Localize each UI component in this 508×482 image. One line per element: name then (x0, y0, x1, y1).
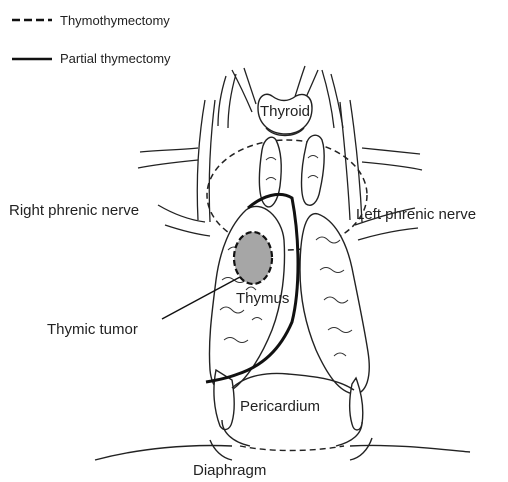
label-thymic-tumor: Thymic tumor (47, 321, 138, 338)
legend-label-partial-thymectomy: Partial thymectomy (60, 51, 171, 66)
label-thyroid: Thyroid (260, 103, 310, 120)
label-left-phrenic-nerve: Left phrenic nerve (356, 206, 476, 223)
label-pericardium: Pericardium (240, 398, 320, 415)
label-thymus: Thymus (236, 290, 289, 307)
thymic-tumor-mass (234, 232, 272, 284)
pericardium-dashed-base (240, 446, 344, 451)
diaphragm (95, 438, 470, 460)
label-right-phrenic-nerve: Right phrenic nerve (9, 202, 139, 219)
legend: Thymothymectomy Partial thymectomy (12, 13, 171, 66)
label-diaphragm: Diaphragm (193, 462, 266, 479)
legend-label-thymothymectomy: Thymothymectomy (60, 13, 170, 28)
